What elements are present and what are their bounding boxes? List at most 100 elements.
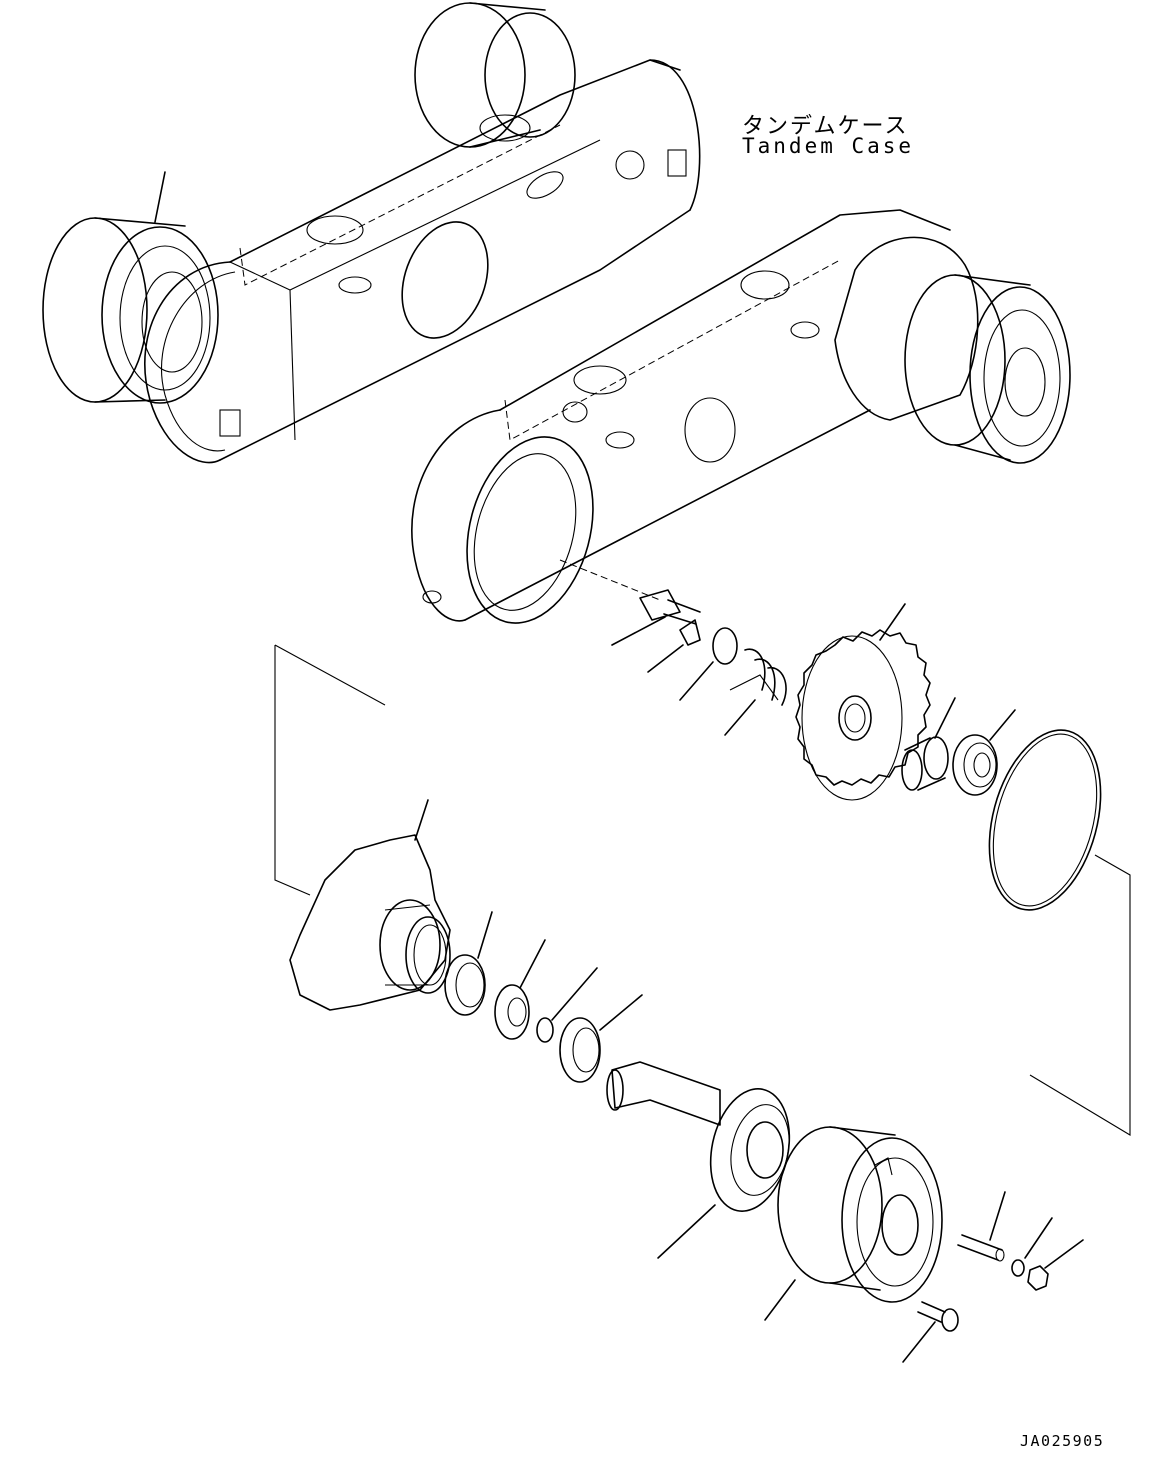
lock-plate <box>647 619 701 673</box>
upper-front-wheel-flange <box>101 226 219 404</box>
sprocket-body <box>801 635 903 801</box>
flange-housing-leader <box>414 799 429 841</box>
wheel-drum-face <box>841 1137 943 1303</box>
hub-flange <box>709 1088 791 1212</box>
lower-right-wheel-face <box>969 286 1071 464</box>
washer <box>1011 1217 1053 1277</box>
wheel-drum-bolt-circle <box>856 1157 934 1287</box>
stud-bolt-end <box>995 1248 1005 1262</box>
shim-set-shapes <box>744 648 787 706</box>
bearing-upper-leader <box>989 709 1016 741</box>
lock-plate-shape <box>679 619 701 646</box>
upper-case-large-hole <box>401 221 489 339</box>
shim-set-leader <box>724 699 756 736</box>
lower-right-wheel-drum <box>904 274 1006 446</box>
lower-right-wheel-bolt-circle <box>983 309 1061 447</box>
upper-case-bottom-edge <box>219 209 691 461</box>
callout-bracket-left <box>274 645 311 896</box>
retainer-disc-shape <box>712 627 738 665</box>
nut-leader <box>1044 1239 1084 1269</box>
sprocket-bore-inner <box>844 703 866 733</box>
lower-case-hole-b <box>740 270 790 300</box>
drive-shaft-body <box>611 1061 721 1126</box>
lower-case-dashed-joint <box>504 259 841 441</box>
bearing-upper-bore <box>973 752 991 778</box>
upper-front-wheel-leader <box>154 171 166 223</box>
wheel-drum-rim <box>829 1126 896 1291</box>
floating-seal-outer <box>559 1017 601 1083</box>
spacer-tube-end-b <box>923 736 949 780</box>
wheel-drum <box>764 1126 943 1321</box>
lower-case-flange-housing <box>834 236 979 421</box>
spacer-tube-sides <box>904 737 946 791</box>
title-english: Tandem Case <box>742 134 915 158</box>
upper-tandem-case <box>42 2 701 464</box>
bearing-upper <box>952 709 1016 796</box>
lower-case-bottom-edge <box>464 409 871 621</box>
nut-shape <box>1027 1265 1049 1291</box>
o-ring-inner <box>992 733 1098 907</box>
flange-housing-bore <box>405 916 451 994</box>
assembly-axis <box>559 559 661 601</box>
shim-set <box>724 648 787 736</box>
seal-ring-leader <box>519 939 546 989</box>
small-o-ring-shape <box>536 1017 554 1043</box>
lower-case-hole-e <box>684 397 736 463</box>
lower-case-ring <box>466 436 594 624</box>
drive-shaft <box>606 1061 791 1259</box>
upper-case-left-end-inner <box>160 271 236 452</box>
bearing-lower-outer <box>444 954 486 1016</box>
bolt-lower-leader <box>902 1321 936 1363</box>
sprocket-bore <box>838 695 872 741</box>
hub-flange-boss <box>746 1121 784 1179</box>
lower-case-hole-f <box>562 401 588 423</box>
upper-front-wheel-rim <box>94 217 186 403</box>
callout-bracket-left-top <box>274 644 386 706</box>
bolt-lower-shank <box>917 1301 946 1323</box>
sprocket-leader <box>879 603 906 641</box>
retainer-disc <box>679 627 738 701</box>
retainer-disc-leader <box>679 661 714 701</box>
lower-case-ring-inner <box>473 453 577 611</box>
bearing-lower-leader <box>477 911 493 959</box>
upper-front-wheel-hub <box>141 271 203 373</box>
lower-right-wheel-hub <box>1004 347 1046 417</box>
bolt-upper <box>611 589 701 646</box>
upper-front-wheel <box>42 217 148 403</box>
sprocket <box>795 603 931 801</box>
spacer-tube <box>901 697 956 791</box>
o-ring-outer <box>988 729 1102 911</box>
small-o-ring <box>536 967 598 1043</box>
upper-rear-wheel-rim <box>469 2 546 148</box>
bearing-upper-outer <box>952 734 998 796</box>
lower-right-wheel-rim <box>954 274 1031 461</box>
bearing-lower-race <box>455 962 485 1008</box>
hub-flange-leader <box>657 1204 716 1259</box>
upper-case-dashed-joint <box>239 124 561 286</box>
title-japanese: タンデムケース <box>742 114 909 139</box>
upper-front-wheel-inner <box>119 245 211 391</box>
upper-case-hole-e <box>615 150 645 180</box>
upper-case-plug <box>667 149 687 177</box>
spacer-tube-end-a <box>901 749 923 791</box>
lower-case-hole-a <box>573 365 627 395</box>
bearing-lower <box>444 911 493 1016</box>
flange-housing-neck <box>379 899 441 991</box>
lower-case-left-end <box>411 409 501 622</box>
bolt-lower <box>902 1301 959 1363</box>
seal-ring-inner <box>507 997 527 1027</box>
seal-ring <box>494 939 546 1040</box>
stud-bolt-body <box>957 1234 1003 1261</box>
lock-plate-leader <box>647 644 684 673</box>
flange-housing-bore-inner <box>413 924 447 986</box>
sprocket-teeth <box>795 629 931 786</box>
lower-tandem-case <box>411 209 1071 624</box>
floating-seal <box>559 994 643 1083</box>
lower-case-hole-c <box>605 431 635 449</box>
upper-case-left-end <box>144 261 231 464</box>
upper-case-hole-d <box>338 276 372 294</box>
lower-case-hole-d <box>790 321 820 339</box>
bolt-upper-head <box>639 589 681 621</box>
upper-case-right-end <box>649 59 701 211</box>
upper-case-hole-b <box>479 114 531 142</box>
